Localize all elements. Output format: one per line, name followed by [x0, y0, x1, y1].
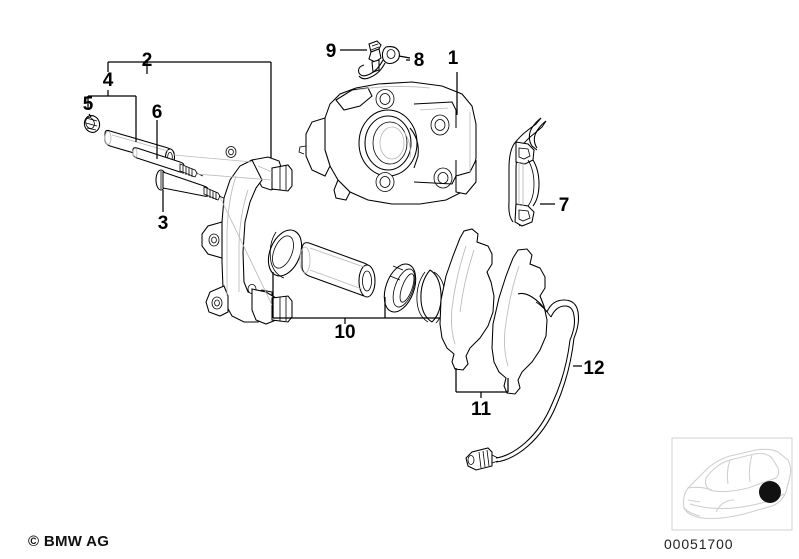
part-brake-pad-wear-sensor: [465, 292, 580, 471]
callout-label-12: 12: [583, 358, 604, 379]
leader-callout-2: [107, 61, 272, 163]
part-brake-pad-outer: [439, 228, 495, 371]
brake-piston: [299, 242, 376, 298]
part-retaining-spring-clip: [508, 117, 547, 227]
part-guide-pin: [132, 147, 204, 178]
part-brake-pad-inner: [491, 248, 548, 395]
location-marker-dot: [759, 481, 781, 503]
part-caliper-carrier: [201, 146, 293, 325]
piston-seal-ring-outer: [267, 229, 303, 279]
leader-callout-4: [87, 90, 137, 142]
piston-dust-boot: [383, 263, 417, 313]
callout-label-10: 10: [334, 322, 355, 343]
part-caliper-guide-bolt: [155, 169, 227, 201]
callout-label-8: 8: [414, 50, 425, 71]
part-bleeder-valve: [368, 40, 382, 73]
callout-labels: 1 2 3 4 5 6 7 8 9 10 11 12: [83, 41, 605, 420]
callout-label-3: 3: [158, 213, 169, 234]
leader-callout-8: [398, 55, 411, 61]
callout-label-5: 5: [83, 94, 94, 115]
diagram-part-number: 00051700: [664, 536, 734, 552]
callout-label-7: 7: [559, 195, 570, 216]
callout-label-1: 1: [448, 48, 459, 69]
part-protective-cap: [83, 115, 101, 133]
callout-label-2: 2: [142, 50, 153, 71]
copyright-notice: © BMW AG: [28, 533, 110, 550]
part-brake-caliper-housing: [298, 81, 477, 205]
callout-label-9: 9: [326, 41, 337, 62]
callout-label-11: 11: [471, 399, 492, 420]
guide-pin-axis-lines: [173, 154, 273, 306]
leader-callout-5: [88, 113, 92, 118]
leader-callout-11: [455, 368, 509, 398]
part-bleeder-valve-cap: [358, 46, 400, 80]
vehicle-location-thumbnail: [671, 437, 793, 531]
callout-label-4: 4: [103, 70, 114, 91]
callout-label-6: 6: [152, 102, 163, 123]
